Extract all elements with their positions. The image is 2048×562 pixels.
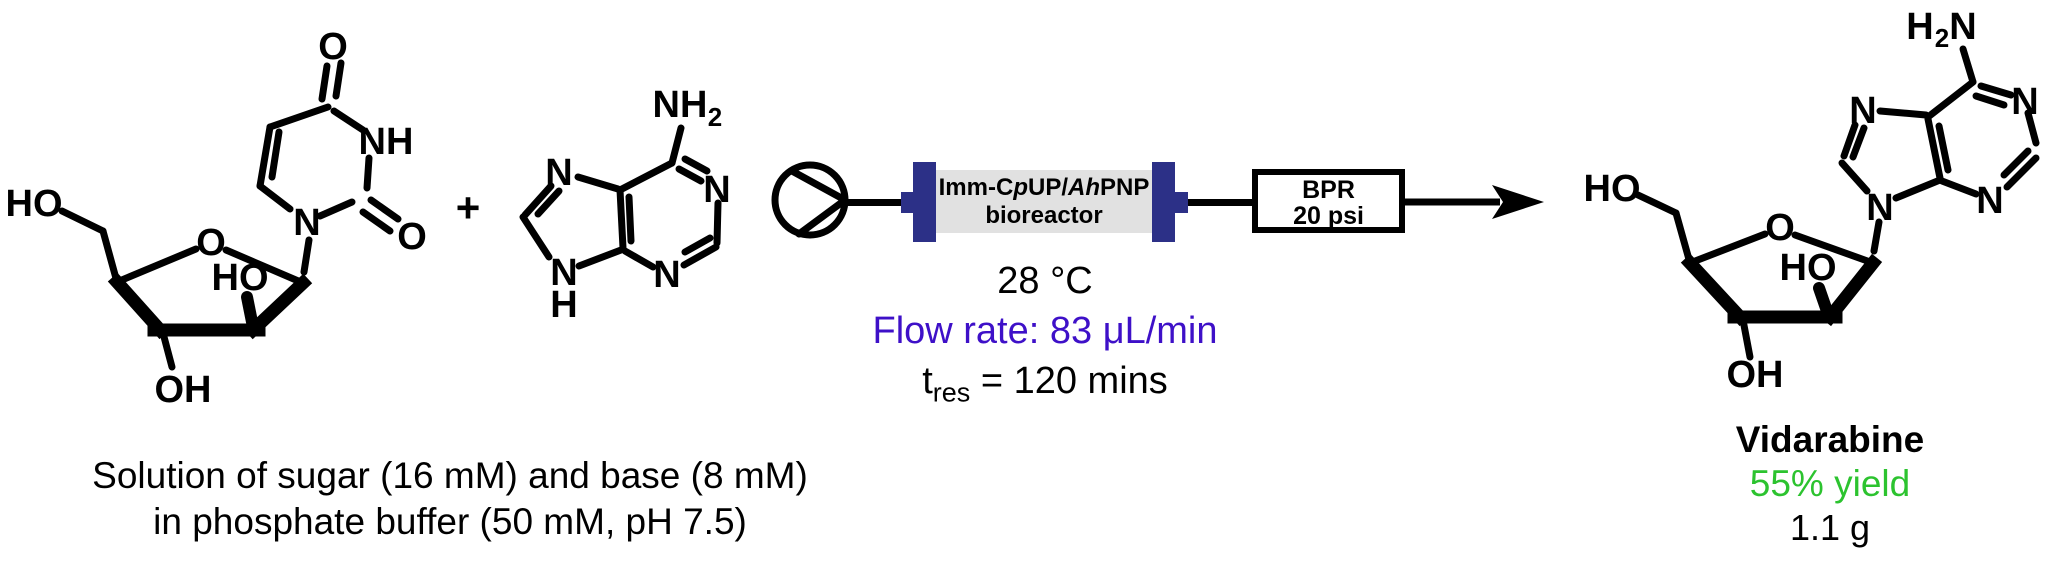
product-amount: 1.1 g: [1789, 507, 1871, 548]
product-structure: H 2 N N N N N O HO OH HO: [1584, 6, 2040, 396]
atom-label-o: O: [318, 26, 348, 68]
atom-label-n: N: [1866, 187, 1893, 229]
reactor-outlet-fitting: [1175, 192, 1188, 213]
caption-line1: Solution of sugar (16 mM) and base (8 mM…: [92, 455, 808, 496]
atom-label-ho: HO: [1780, 247, 1837, 289]
bpr-pressure: 20 psi: [1293, 202, 1364, 230]
atom-label-n: N: [2011, 81, 2038, 123]
furanose-bonds: [58, 207, 313, 371]
atom-label-n: N: [550, 252, 577, 294]
bioreactor-label-line2: bioreactor: [985, 202, 1103, 229]
reaction-conditions: 28 °C Flow rate: 83 μL/min tres = 120 mi…: [850, 257, 1240, 408]
product-furanose-bonds: [1634, 191, 1883, 361]
atom-label-h: H: [550, 284, 577, 326]
bioreactor-column: Imm-CpUP/AhPNP bioreactor: [936, 170, 1152, 233]
atom-label-ho: HO: [6, 183, 63, 225]
reaction-arrow-icon: [1405, 185, 1544, 219]
atom-label-ho: HO: [212, 257, 269, 299]
atom-label-o: O: [397, 216, 427, 258]
reactor-left-cap: [913, 162, 936, 242]
bpr-box: BPR 20 psi: [1252, 169, 1405, 233]
atom-label-n: N: [1976, 180, 2003, 222]
caption-line2: in phosphate buffer (50 mM, pH 7.5): [153, 501, 747, 542]
atom-label-n: N: [1849, 90, 1876, 132]
atom-label-oh: OH: [155, 369, 212, 411]
atom-label-o: O: [196, 222, 226, 264]
atom-label-n: N: [1949, 6, 1976, 48]
atom-label-n: N: [293, 202, 320, 244]
atom-label-nh: NH: [359, 121, 414, 163]
atom-label-n: N: [653, 254, 680, 296]
atom-label-sub2: 2: [708, 102, 722, 132]
atom-label-h: H: [1906, 6, 1933, 48]
adenine-bonds: [519, 124, 722, 271]
atom-label-nh: NH: [653, 84, 708, 126]
product-labels: Vidarabine 55% yield 1.1 g: [1680, 418, 1980, 550]
atom-label-n: N: [545, 152, 572, 194]
plus-sign: +: [455, 184, 481, 231]
product-name: Vidarabine: [1735, 419, 1925, 460]
atom-label-n: N: [703, 169, 730, 211]
bpr-label: BPR: [1302, 176, 1355, 204]
atom-label-o: O: [1765, 207, 1795, 249]
atom-label-sub2: 2: [1935, 23, 1949, 53]
reactor-inlet-fitting: [901, 192, 914, 213]
atom-label-ho: HO: [1584, 168, 1641, 210]
residence-time-text: tres = 120 mins: [922, 360, 1168, 408]
flow-rate-text: Flow rate: 83 μL/min: [872, 310, 1218, 352]
uracil-bonds: [256, 59, 402, 276]
sugar-structure: HO O HO OH N NH O O: [6, 26, 427, 411]
bioreactor-label-line1: Imm-CpUP/AhPNP: [938, 174, 1150, 201]
temperature-text: 28 °C: [997, 260, 1093, 302]
product-yield: 55% yield: [1749, 463, 1911, 504]
feed-solution-caption: Solution of sugar (16 mM) and base (8 mM…: [50, 453, 850, 545]
tubing-line: [1188, 199, 1252, 206]
atom-label-oh: OH: [1727, 354, 1784, 396]
product-adenine-bonds: [1838, 45, 2040, 255]
adenine-structure: NH 2 N N N N H: [519, 84, 731, 326]
reactor-right-cap: [1152, 162, 1175, 242]
tubing-line: [845, 199, 902, 206]
